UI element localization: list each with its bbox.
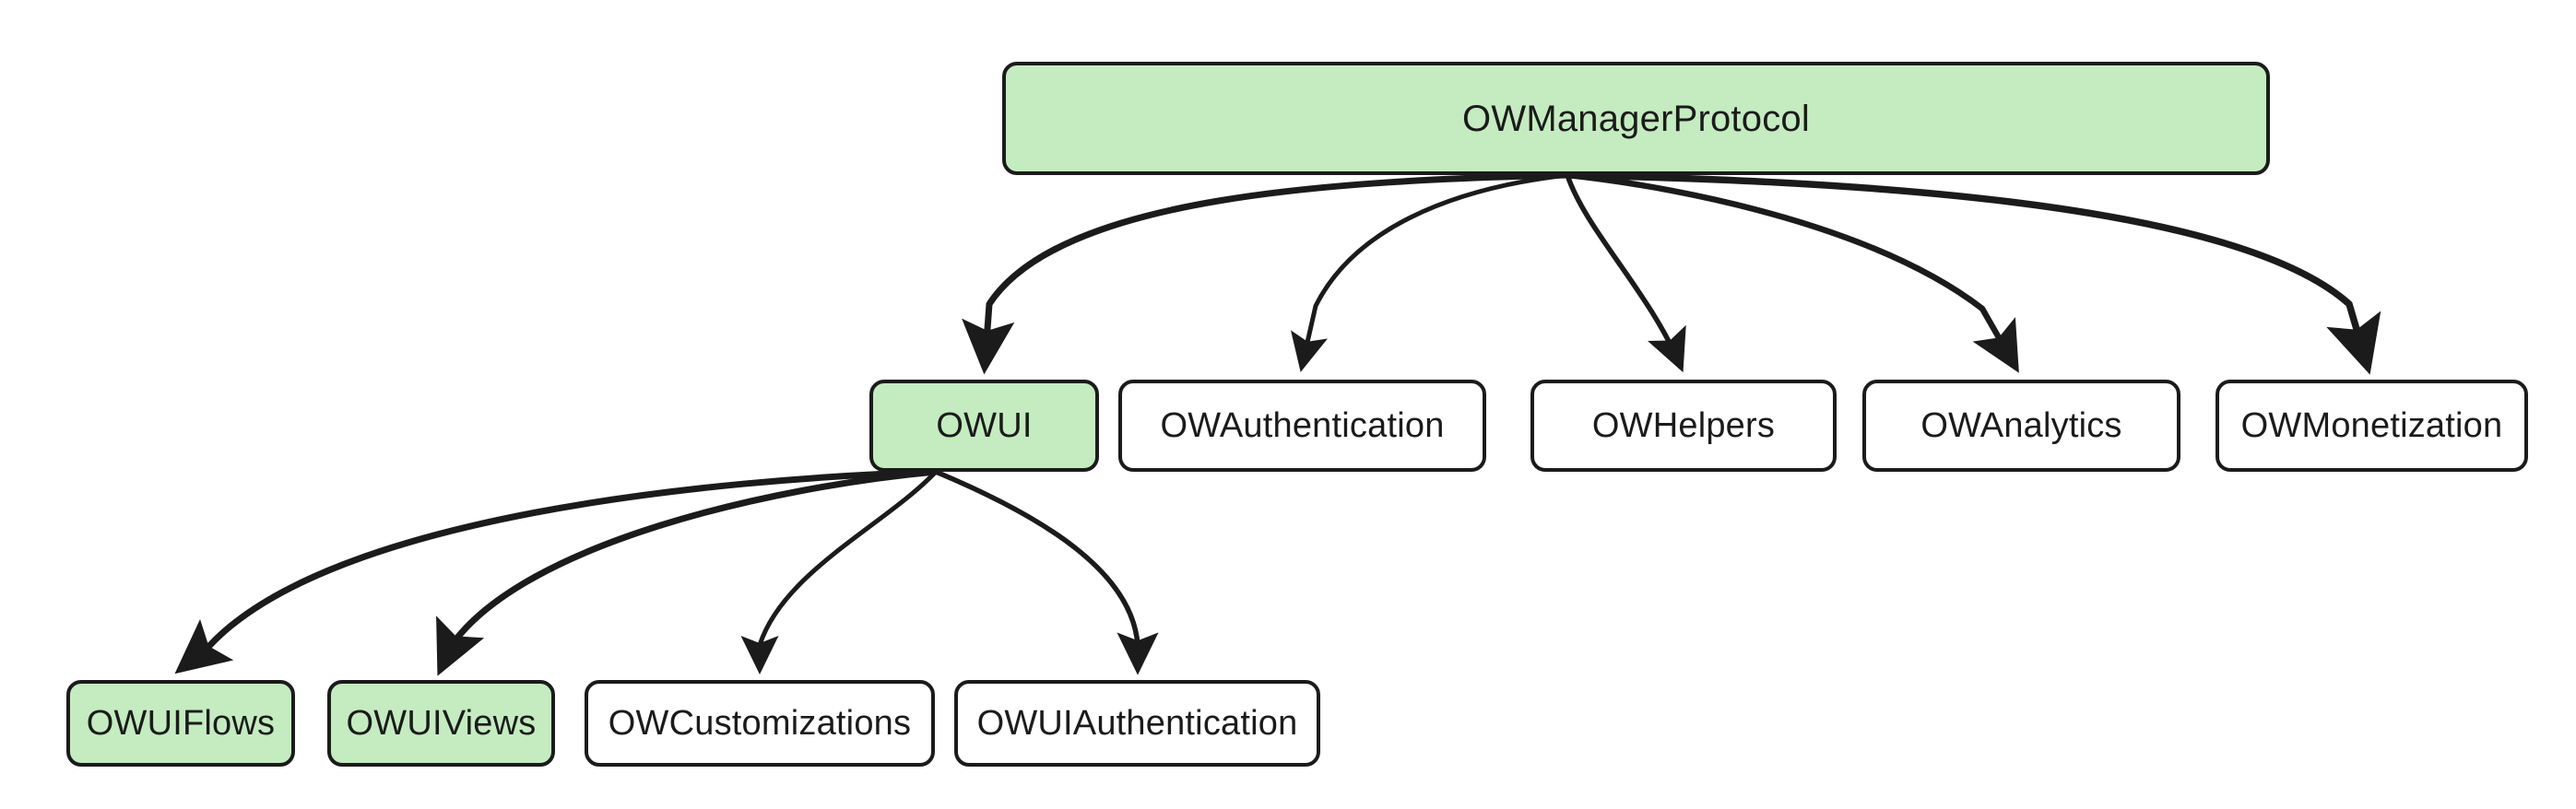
edge-owmanagerprotocol-to-owui: [962, 171, 1571, 375]
node-label-owhelpers: OWHelpers: [1591, 406, 1776, 445]
edge-owui-to-owcustomizations: [740, 469, 939, 675]
edge-owmanagerprotocol-to-owhelpers: [1565, 172, 1686, 373]
edge-owui-to-owuiflows: [174, 468, 939, 674]
node-label-owmonetization: OWMonetization: [2240, 406, 2503, 445]
edge-owui-to-owuiauthentication: [933, 469, 1159, 675]
node-owmonetization[interactable]: OWMonetization: [2216, 380, 2528, 472]
node-label-owcustomizations: OWCustomizations: [608, 704, 912, 743]
node-owmanagerprotocol[interactable]: OWManagerProtocol: [1002, 62, 2270, 175]
node-label-owanalytics: OWAnalytics: [1920, 406, 2122, 445]
node-label-owuiflows: OWUIFlows: [86, 704, 276, 743]
node-owuiauthentication[interactable]: OWUIAuthentication: [954, 680, 1320, 767]
edge-owui-to-owuiviews: [436, 468, 939, 676]
node-owauthentication[interactable]: OWAuthentication: [1118, 380, 1486, 472]
node-owhelpers[interactable]: OWHelpers: [1530, 380, 1837, 472]
edge-owmanagerprotocol-to-owmonetization: [1564, 171, 2381, 375]
node-owanalytics[interactable]: OWAnalytics: [1862, 380, 2180, 472]
node-label-owui: OWUI: [936, 406, 1033, 445]
node-owcustomizations[interactable]: OWCustomizations: [585, 680, 935, 767]
node-owuiflows[interactable]: OWUIFlows: [66, 680, 295, 767]
edge-owmanagerprotocol-to-owanalytics: [1564, 171, 2019, 373]
node-label-owuiviews: OWUIViews: [346, 704, 537, 743]
node-owui[interactable]: OWUI: [869, 380, 1099, 472]
node-owuiviews[interactable]: OWUIViews: [327, 680, 555, 767]
edge-owmanagerprotocol-to-owauthentication: [1290, 172, 1570, 372]
node-label-owuiauthentication: OWUIAuthentication: [976, 704, 1298, 743]
node-label-owmanagerprotocol: OWManagerProtocol: [1462, 98, 1810, 139]
node-label-owauthentication: OWAuthentication: [1160, 406, 1445, 445]
